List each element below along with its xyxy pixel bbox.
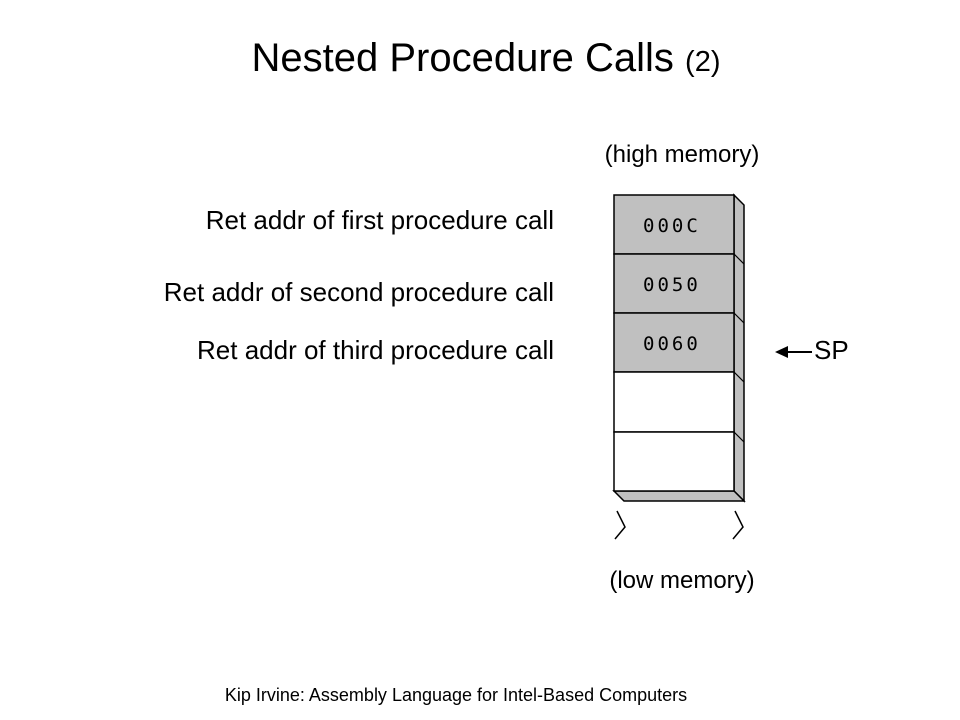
cell-value-3: 0060 <box>643 333 701 355</box>
break-mark-icon <box>732 510 744 540</box>
title-suffix: (2) <box>685 46 721 78</box>
side-divider <box>733 371 745 383</box>
high-memory-label: (high memory) <box>604 141 760 168</box>
stack-bottom-shadow <box>612 490 746 502</box>
slide-title: Nested Procedure Calls (2) <box>0 32 960 88</box>
side-divider <box>733 253 745 265</box>
stack-side-shadow <box>733 193 745 503</box>
footer-credit: Kip Irvine: Assembly Language for Intel-… <box>224 685 688 705</box>
stack-cell-2: 0050 <box>613 253 735 314</box>
break-mark-icon <box>614 510 626 540</box>
stack-pointer-label: SP <box>814 335 849 365</box>
label-third-call: Ret addr of third procedure call <box>197 335 554 365</box>
label-second-call: Ret addr of second procedure call <box>163 277 554 307</box>
side-divider <box>733 431 745 443</box>
stack-cell-4 <box>613 371 735 433</box>
cell-value-1: 000C <box>643 215 701 237</box>
sp-arrow-icon <box>775 346 788 358</box>
stack-cell-5 <box>613 431 735 492</box>
stack-cell-3: 0060 <box>613 312 735 373</box>
label-first-call: Ret addr of first procedure call <box>205 205 554 235</box>
side-divider <box>733 312 745 324</box>
stack-cell-1: 000C <box>613 194 735 255</box>
title-main: Nested Procedure Calls <box>251 36 674 80</box>
cell-value-2: 0050 <box>643 274 701 296</box>
low-memory-label: (low memory) <box>609 567 755 594</box>
